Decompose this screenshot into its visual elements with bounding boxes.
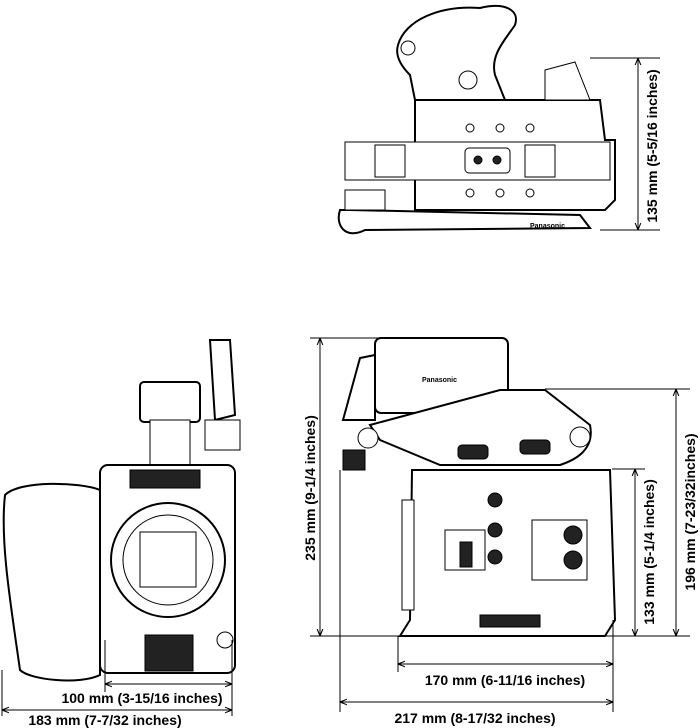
dimension-196mm: 196 mm (7-23/32inches) bbox=[545, 388, 698, 636]
dimension-170mm: 170 mm (6-11/16 inches) bbox=[397, 620, 614, 712]
dimension-133mm: 133 mm (5-1/4 inches) bbox=[612, 468, 657, 636]
brand-logo: Panasonic bbox=[530, 223, 565, 230]
dimension-label-135mm: 135 mm (5-5/16 inches) bbox=[644, 69, 660, 222]
dimension-label-196mm: 196 mm (7-23/32inches) bbox=[682, 433, 698, 590]
dimension-183mm: 183 mm (7-7/32 inches) bbox=[1, 670, 232, 728]
dimension-label-133mm: 133 mm (5-1/4 inches) bbox=[641, 479, 657, 625]
dimension-217mm: 217 mm (8-17/32 inches) bbox=[339, 470, 613, 726]
dimension-235mm: 235 mm (9-1/4 inches) bbox=[302, 337, 690, 637]
camera-side-view: Panasonic bbox=[341, 337, 617, 637]
brand-logo: Panasonic bbox=[422, 377, 457, 384]
dimension-100mm: 100 mm (3-15/16 inches) bbox=[61, 640, 233, 716]
dimension-label-235mm: 235 mm (9-1/4 inches) bbox=[302, 415, 318, 561]
dimension-label-217mm: 217 mm (8-17/32 inches) bbox=[394, 710, 555, 726]
camera-front-view bbox=[2, 339, 241, 682]
camera-top-view: Panasonic bbox=[337, 5, 616, 235]
dimension-label-100mm: 100 mm (3-15/16 inches) bbox=[61, 690, 222, 706]
dimension-label-170mm: 170 mm (6-11/16 inches) bbox=[425, 672, 585, 688]
dimension-135mm: 135 mm (5-5/16 inches) bbox=[590, 57, 660, 231]
dimension-label-183mm: 183 mm (7-7/32 inches) bbox=[28, 712, 181, 728]
